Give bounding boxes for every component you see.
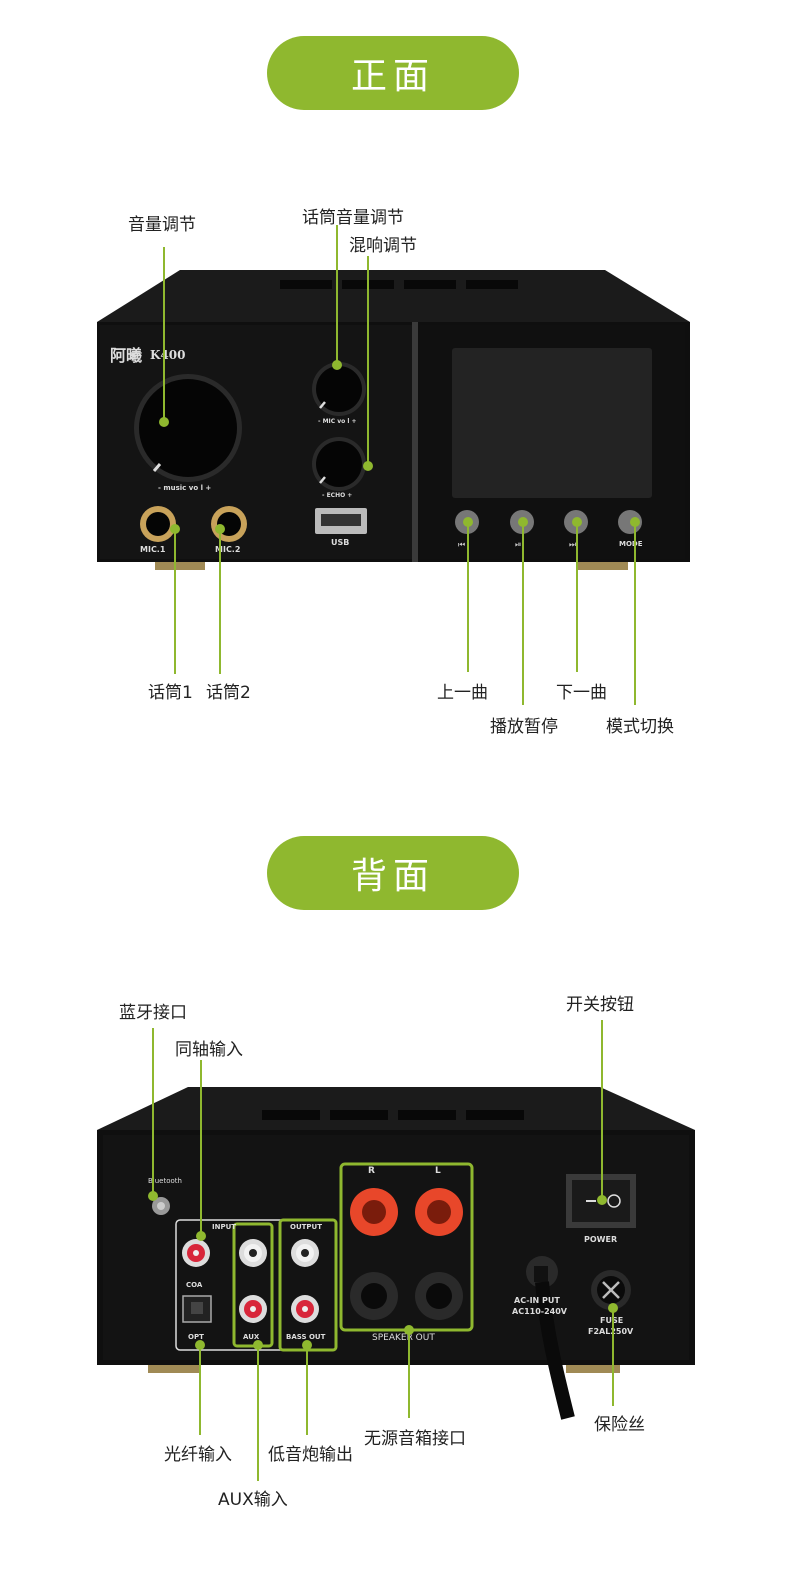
callout-optical: 光纤输入 (164, 1445, 232, 1465)
callout-next: 下一曲 (556, 683, 607, 703)
speaker-l-label: L (435, 1166, 441, 1176)
fuse-rating-label: F2AL250V (588, 1327, 634, 1336)
power-label: POWER (584, 1235, 618, 1244)
front-section-title: 正面 (267, 36, 519, 110)
callout-aux: AUX输入 (218, 1490, 288, 1510)
callout-mic-volume: 话筒音量调节 (302, 208, 404, 228)
back-device (97, 1087, 695, 1420)
ac-in-label: AC-IN PUT (514, 1296, 560, 1305)
svg-text:⏭: ⏭ (569, 540, 576, 549)
aux-label: AUX (243, 1333, 260, 1341)
mic-vol-label: - MIC vo l + (318, 418, 357, 425)
bass-out-label: BASS OUT (286, 1333, 326, 1341)
callout-mic2: 话筒2 (206, 683, 251, 703)
mic1-label: MIC.1 (140, 545, 166, 554)
callout-fuse: 保险丝 (594, 1415, 645, 1435)
callout-bluetooth: 蓝牙接口 (119, 1003, 187, 1023)
model-name: K400 (150, 348, 186, 362)
coa-label: COA (186, 1281, 203, 1289)
speaker-out-label: SPEAKER OUT (372, 1333, 435, 1343)
ac-range-label: AC110-240V (512, 1307, 567, 1316)
speaker-r-label: R (368, 1166, 375, 1176)
back-section-title: 背面 (267, 836, 519, 910)
callout-reverb: 混响调节 (349, 236, 417, 256)
callout-play-pause: 播放暂停 (490, 717, 558, 737)
mic2-label: MIC.2 (215, 545, 241, 554)
echo-label: - ECHO + (322, 492, 353, 499)
callout-bass-out: 低音炮输出 (268, 1445, 353, 1465)
svg-text:⏮: ⏮ (458, 540, 465, 549)
mode-label: MODE (619, 540, 643, 548)
callout-mic1: 话筒1 (148, 683, 193, 703)
callout-speaker: 无源音箱接口 (364, 1429, 466, 1449)
music-vol-label: - music vo l + (158, 484, 212, 492)
input-label: INPUT (212, 1223, 237, 1231)
callout-prev: 上一曲 (437, 683, 488, 703)
front-device: ⏮ ⏯ ⏭ (97, 270, 690, 570)
callout-power-switch: 开关按钮 (566, 995, 634, 1015)
svg-text:⏯: ⏯ (515, 540, 521, 549)
callout-mode: 模式切换 (606, 717, 674, 737)
output-label: OUTPUT (290, 1223, 322, 1231)
fuse-label: FUSE (600, 1316, 623, 1325)
bluetooth-label: Bluetooth (148, 1177, 182, 1185)
callout-coax: 同轴输入 (175, 1040, 243, 1060)
brand-logo: 阿曦 (110, 346, 143, 365)
callout-volume: 音量调节 (128, 215, 196, 235)
opt-label: OPT (188, 1333, 204, 1341)
usb-label: USB (331, 538, 350, 547)
